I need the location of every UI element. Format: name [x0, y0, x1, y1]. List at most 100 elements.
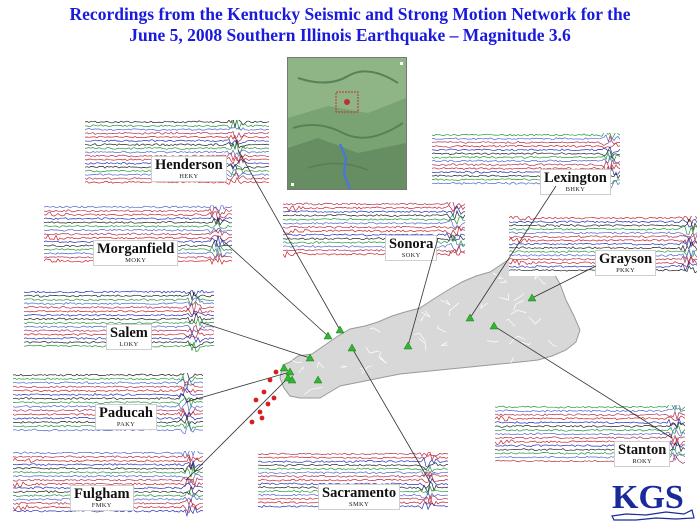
- trace-line: [24, 291, 214, 302]
- trace-line: [24, 316, 214, 327]
- river: [338, 143, 352, 190]
- kgs-logo: KGS: [606, 478, 698, 523]
- county-line: [298, 366, 304, 374]
- title-line-1: Recordings from the Kentucky Seismic and…: [69, 4, 631, 24]
- trace-line: [13, 381, 204, 393]
- terrain-map: [288, 58, 406, 190]
- trace-line: [432, 151, 620, 163]
- trace-line: [13, 455, 204, 467]
- trace-line: [13, 388, 204, 398]
- trace-line: [13, 473, 203, 484]
- trace-line: [24, 311, 214, 324]
- county-line: [505, 318, 515, 327]
- county-line: [532, 366, 540, 370]
- trace-line: [283, 232, 465, 242]
- trace-line: [432, 154, 620, 164]
- trace-line: [13, 454, 204, 462]
- trace-line: [509, 216, 697, 223]
- county-line: [299, 310, 312, 313]
- county-line: [323, 294, 328, 299]
- trace-line: [258, 465, 448, 473]
- trace-line: [495, 405, 685, 412]
- trace-line: [13, 396, 204, 409]
- trace-line: [13, 374, 203, 386]
- county-line: [339, 385, 347, 394]
- county-line: [285, 342, 299, 354]
- station-label-fulgham: Fulgham FMKY: [70, 485, 134, 511]
- trace-line: [24, 301, 214, 314]
- trace-line: [44, 228, 233, 236]
- epicenter-area: [335, 91, 359, 113]
- county-line: [316, 361, 324, 369]
- county-line: [324, 269, 337, 284]
- county-line: [304, 387, 322, 395]
- trace-line: [432, 134, 620, 143]
- trace-line: [432, 142, 620, 149]
- county-line: [549, 368, 560, 374]
- county-line: [473, 369, 489, 383]
- trace-line: [24, 295, 214, 306]
- trace-line: [13, 466, 204, 478]
- trace-line: [432, 150, 620, 159]
- trace-line: [495, 427, 685, 440]
- trace-line: [44, 205, 233, 215]
- county-line: [293, 296, 309, 306]
- county-line: [369, 327, 381, 333]
- county-line: [448, 302, 460, 317]
- epicenter-icon: [344, 99, 350, 105]
- trace-line: [85, 130, 270, 140]
- trace-line: [85, 134, 270, 145]
- trace-line: [432, 163, 620, 175]
- trace-line: [432, 133, 620, 140]
- trace-line: [44, 215, 233, 224]
- seismogram-sonora: [283, 202, 465, 260]
- county-line: [440, 341, 448, 346]
- county-line: [290, 359, 302, 364]
- trace-line: [258, 471, 448, 480]
- trace-line: [85, 139, 270, 151]
- regional-map-inset: [287, 57, 407, 190]
- county-line: [440, 299, 451, 306]
- trace-line: [13, 424, 204, 435]
- county-line: [291, 276, 304, 284]
- station-label-henderson: Henderson HEKY: [151, 156, 227, 182]
- station-label-paducah: Paducah PAKY: [95, 404, 157, 430]
- trace-line: [44, 207, 233, 217]
- station-label-morganfield: Morganfield MOKY: [93, 240, 179, 266]
- county-line: [469, 372, 480, 380]
- trace-line: [44, 216, 233, 226]
- trace-line: [24, 310, 214, 318]
- kgs-logo-text: KGS: [612, 479, 684, 516]
- trace-line: [24, 307, 214, 317]
- trace-line: [85, 120, 270, 131]
- trace-line: [13, 377, 204, 391]
- county-line: [372, 276, 380, 283]
- trace-line: [13, 373, 204, 380]
- station-label-stanton: Stanton ROKY: [614, 441, 671, 467]
- trace-line: [24, 297, 214, 307]
- seismogram-fulgham: [13, 451, 204, 517]
- county-line: [400, 274, 412, 282]
- trace-line: [44, 221, 233, 229]
- trace-line: [85, 126, 270, 132]
- trace-line: [44, 234, 233, 242]
- trace-line: [509, 231, 697, 242]
- trace-line: [432, 158, 620, 172]
- county-line: [538, 359, 545, 365]
- station-label-grayson: Grayson PKKY: [595, 250, 657, 276]
- county-line: [329, 303, 339, 307]
- county-line: [313, 329, 319, 336]
- county-line: [323, 272, 340, 283]
- trace-line: [509, 237, 697, 248]
- county-line: [353, 313, 357, 323]
- trace-line: [258, 452, 448, 457]
- trace-line: [13, 478, 204, 488]
- station-label-sacramento: Sacramento SMKY: [318, 484, 401, 510]
- trace-line: [24, 290, 214, 297]
- trace-line: [44, 211, 233, 223]
- kentucky-outline-icon: [611, 509, 695, 521]
- county-line: [340, 365, 347, 368]
- trace-line: [44, 227, 233, 233]
- county-line: [450, 377, 455, 385]
- station-label-sonora: Sonora SOKY: [385, 235, 438, 261]
